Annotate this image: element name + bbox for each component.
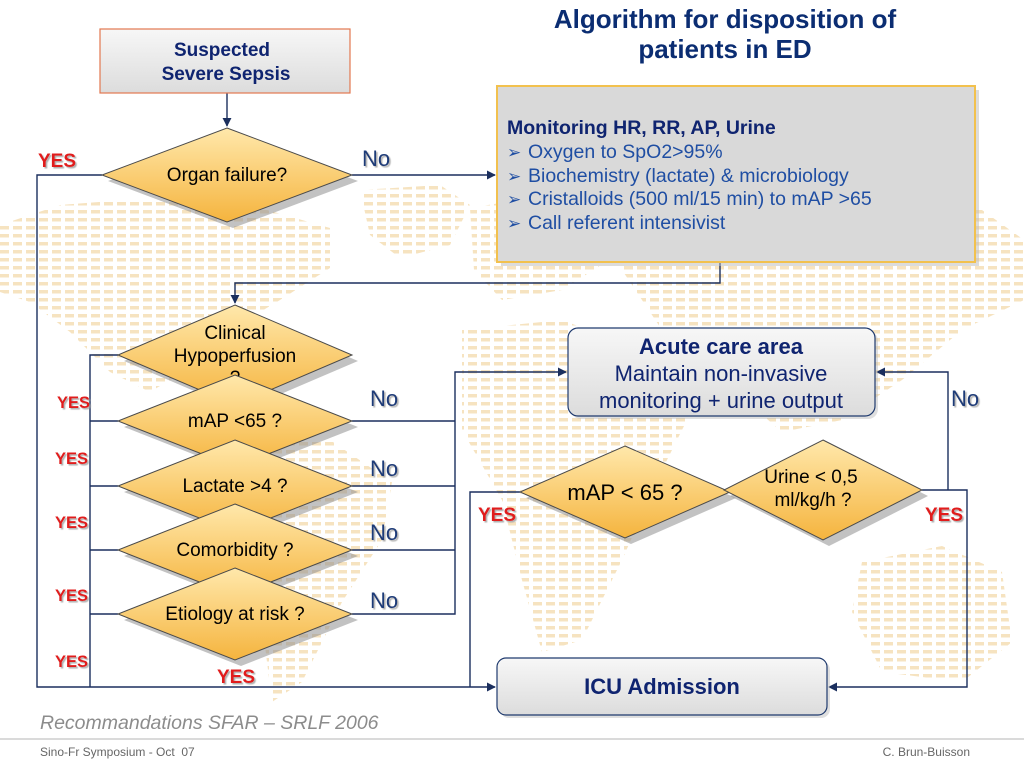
decision-map-label: mAP <65 ? <box>188 411 282 432</box>
acute-care-line2: monitoring + urine output <box>599 388 843 413</box>
label-yes-comorbidity: YES <box>55 587 88 605</box>
monitoring-item-oxygen: Oxygen to SpO2>95% <box>528 141 723 163</box>
bullet-arrow-icon: ➢ <box>507 214 521 233</box>
monitoring-item-intensivist: Call referent intensivist <box>528 212 726 234</box>
start-box-line1: Suspected <box>174 40 270 61</box>
decision-hypoperfusion-line1: Clinical <box>204 323 265 344</box>
connector-monitoring-to-hypoperfusion <box>230 262 721 304</box>
start-box-line2: Severe Sepsis <box>162 64 291 85</box>
acute-care-line1: Maintain non-invasive <box>615 361 828 386</box>
monitoring-heading: Monitoring HR, RR, AP, Urine <box>507 117 776 139</box>
label-yes-reassess-map: YES <box>478 505 516 526</box>
connector-organ-failure-yes-to-icu <box>36 174 496 692</box>
bullet-arrow-icon: ➢ <box>507 167 521 186</box>
label-yes-organ-failure: YES <box>38 151 76 172</box>
label-yes-urine: YES <box>925 505 963 526</box>
map-north-america <box>0 198 330 392</box>
connector-etiology-no-to-acute-care <box>352 367 567 615</box>
decision-map: mAP <65 ? <box>116 374 358 473</box>
map-greenland <box>360 185 470 258</box>
acute-care-title: Acute care area <box>639 334 804 359</box>
connector-reassess-map-yes <box>469 491 520 687</box>
monitoring-box: Monitoring HR, RR, AP, Urine ➢ Oxygen to… <box>496 85 979 266</box>
connector-criteria-yes-trunk <box>89 354 118 687</box>
decision-reassess-map-label: mAP < 65 ? <box>567 480 682 505</box>
label-no-urine: No <box>951 386 979 411</box>
start-box: Suspected Severe Sepsis <box>99 28 351 94</box>
branch-labels: YES No YES YES YES YES YES YES No No No … <box>38 146 979 688</box>
source-reference: Recommandations SFAR – SRLF 2006 <box>40 712 379 734</box>
connector-urine-yes-to-icu <box>828 489 968 692</box>
decision-urine-line1: Urine < 0,5 <box>764 467 857 488</box>
decision-reassess-map: mAP < 65 ? <box>518 445 736 544</box>
label-no-etiology: No <box>370 588 398 613</box>
label-no-map: No <box>370 386 398 411</box>
slide-title-line1: Algorithm for disposition of <box>554 4 897 34</box>
monitoring-item-cristalloids: Cristalloids (500 ml/15 min) to mAP >65 <box>528 188 872 210</box>
label-yes-etiology-bottom: YES <box>217 667 255 688</box>
connectors <box>36 93 968 692</box>
decision-lactate: Lactate >4 ? <box>116 439 358 538</box>
decision-organ-failure: Organ failure? <box>100 127 358 228</box>
bullet-arrow-icon: ➢ <box>507 190 521 209</box>
decision-etiology-label: Etiology at risk ? <box>165 604 304 625</box>
decision-hypoperfusion-line2: Hypoperfusion <box>174 346 297 367</box>
label-no-organ-failure: No <box>362 146 390 171</box>
footer-right: C. Brun-Buisson <box>883 745 970 759</box>
label-yes-etiology: YES <box>55 653 88 671</box>
label-yes-hypoperfusion: YES <box>57 394 90 412</box>
decision-urine: Urine < 0,5 ml/kg/h ? <box>722 439 928 546</box>
decision-urine-line2: ml/kg/h ? <box>774 490 851 511</box>
label-yes-map: YES <box>55 450 88 468</box>
connector-urine-no-to-acute-care <box>876 367 949 490</box>
monitoring-item-biochemistry: Biochemistry (lactate) & microbiology <box>528 165 849 187</box>
icu-admission-label: ICU Admission <box>584 674 740 699</box>
slide-title-line2: patients in ED <box>638 34 811 64</box>
map-australia <box>852 546 1012 682</box>
bullet-arrow-icon: ➢ <box>507 143 521 162</box>
decision-comorbidity: Comorbidity ? <box>116 503 358 602</box>
decision-clinical-hypoperfusion: Clinical Hypoperfusion ? <box>116 304 358 411</box>
label-no-lactate: No <box>370 456 398 481</box>
label-yes-lactate: YES <box>55 514 88 532</box>
icu-admission-box: ICU Admission <box>496 657 830 718</box>
decision-lactate-label: Lactate >4 ? <box>182 476 287 497</box>
label-no-comorbidity: No <box>370 520 398 545</box>
decision-comorbidity-label: Comorbidity ? <box>176 540 293 561</box>
decision-organ-failure-label: Organ failure? <box>167 165 287 186</box>
acute-care-box: Acute care area Maintain non-invasive mo… <box>567 327 878 419</box>
decision-etiology: Etiology at risk ? <box>116 567 358 666</box>
footer-left: Sino-Fr Symposium - Oct 07 <box>40 745 195 759</box>
